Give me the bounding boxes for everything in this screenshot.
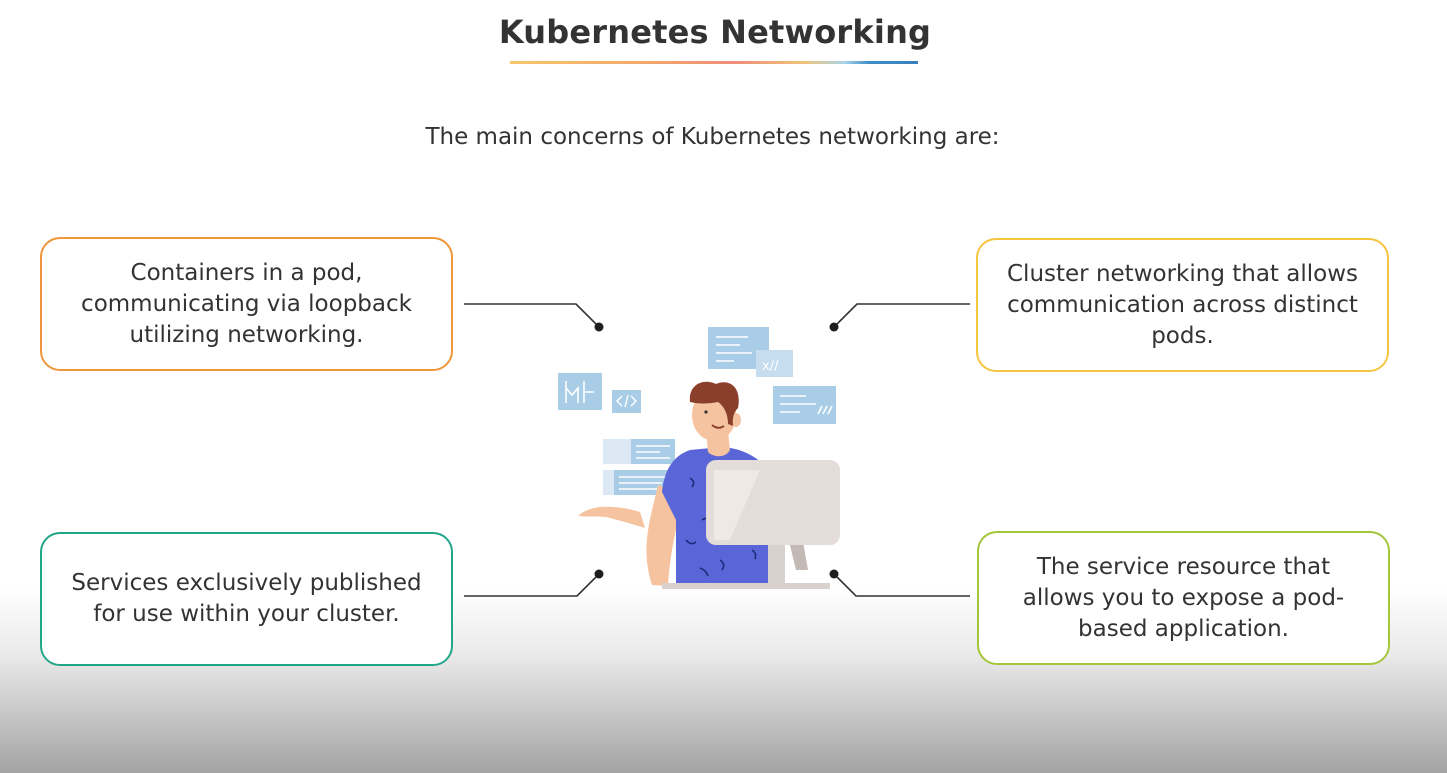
- monitor-icon: [662, 460, 840, 589]
- concern-text-top-left: Containers in a pod, communicating via l…: [81, 259, 412, 348]
- concern-card-top-left: Containers in a pod, communicating via l…: [40, 237, 453, 371]
- concern-card-bottom-left: Services exclusively published for use w…: [40, 532, 453, 666]
- waveform-window-icon: [558, 373, 602, 410]
- code-tag-icon: [612, 390, 641, 413]
- connector-dot-top-left: [594, 322, 604, 332]
- title-underline: [510, 61, 918, 64]
- connector-top-left: [464, 303, 600, 328]
- connector-dot-bottom-right: [829, 569, 839, 579]
- concern-card-top-right: Cluster networking that allows communica…: [976, 238, 1389, 372]
- chat-window-icon: [773, 386, 836, 424]
- svg-text:x//: x//: [762, 359, 779, 374]
- diagram-subtitle: The main concerns of Kubernetes networki…: [425, 124, 1000, 150]
- diagram-title: Kubernetes Networking: [498, 13, 932, 51]
- concern-text-top-right: Cluster networking that allows communica…: [1007, 260, 1358, 349]
- connector-bottom-right: [833, 573, 970, 597]
- concern-text-bottom-left: Services exclusively published for use w…: [71, 570, 422, 627]
- code-window-icon: x//: [708, 327, 793, 377]
- connector-bottom-left: [464, 573, 600, 597]
- concern-text-bottom-right: The service resource that allows you to …: [1022, 553, 1345, 642]
- connector-dot-bottom-left: [594, 569, 604, 579]
- connector-dot-top-right: [829, 322, 839, 332]
- connector-top-right: [833, 303, 970, 328]
- concern-card-bottom-right: The service resource that allows you to …: [977, 531, 1390, 665]
